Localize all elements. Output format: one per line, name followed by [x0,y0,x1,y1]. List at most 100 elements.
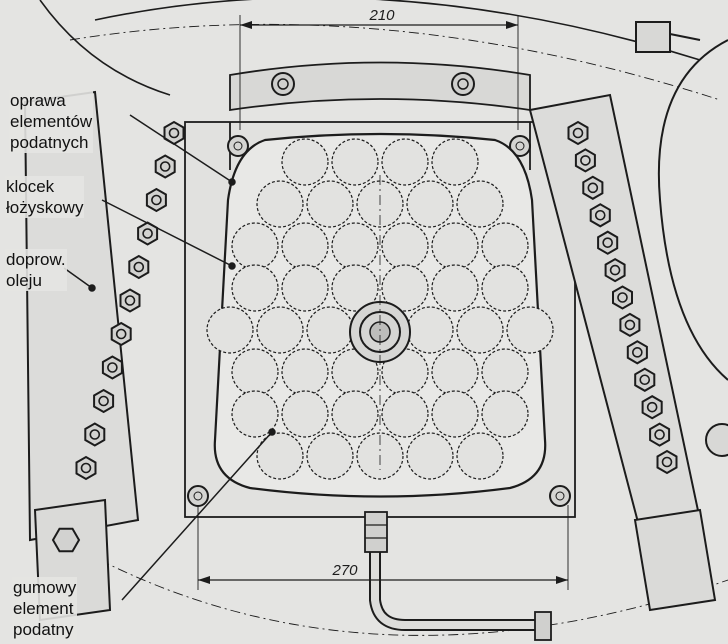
rubber-element [281,138,329,186]
rubber-element [431,222,479,270]
rubber-element [381,222,429,270]
hex-nut-icon [641,395,663,420]
rubber-element [406,180,454,228]
rubber-element [456,432,504,480]
corner-bolts [187,135,571,507]
rubber-element [331,222,379,270]
hex-nut-icon [597,230,619,255]
rubber-element [431,348,479,396]
rubber-element [506,306,554,354]
rubber-element [456,306,504,354]
shaft-edge [635,21,728,457]
outer-ring [39,0,728,636]
rubber-element [256,306,304,354]
rubber-element [381,264,429,312]
hex-nut-icon [75,455,97,481]
rubber-element [281,264,329,312]
rubber-element [431,264,479,312]
hex-nut-icon [656,449,678,475]
label-line: gumowy [13,578,77,597]
rubber-element [256,180,304,228]
dimension-top-value: 210 [368,7,395,24]
label-flexible-element-housing: oprawa elementów podatnych [9,90,94,153]
label-line: oleju [6,271,42,290]
rubber-element [456,180,504,228]
label-line: podatny [13,620,74,639]
rubber-element [306,180,354,228]
top-clamping-plate [229,61,531,112]
right-side-bar [528,93,717,612]
rubber-element [481,390,529,438]
rubber-element [306,306,354,354]
hex-nut-icon [589,203,611,228]
left-bolt-column [51,120,185,553]
rubber-element [481,222,529,270]
hex-nut-icon [101,355,123,380]
left-side-bar [23,90,185,622]
label-line: podatnych [10,133,89,152]
hex-nut-icon [154,154,176,179]
bolt-icon [451,72,475,96]
hex-nut-icon [93,388,115,414]
label-oil-supply: doprow. oleju [5,249,67,291]
rubber-element [231,348,279,396]
hex-nut-icon [128,254,150,280]
rubber-element [306,432,354,480]
rubber-element [281,390,329,438]
label-line: element [13,599,74,618]
rubber-element [331,390,379,438]
label-line: łożyskowy [6,198,84,217]
rubber-element [231,222,279,270]
hex-nut-icon [626,340,648,365]
label-rubber-flexible-element: gumowy element podatny [12,577,78,640]
rubber-element [206,306,254,354]
rubber-element [481,348,529,396]
rubber-element [431,138,479,186]
dimension-top: 210 [239,7,519,130]
rubber-element [331,264,379,312]
hex-nut-icon [619,312,641,338]
hex-nut-icon [604,257,626,283]
rubber-element [406,432,454,480]
leader-lines [63,114,276,601]
right-bolt-column [567,120,678,475]
rubber-element [331,138,379,186]
label-bearing-block: klocek łożyskowy [5,176,85,218]
rubber-element [231,390,279,438]
rubber-element [281,348,329,396]
rubber-elements [206,138,554,480]
oil-pipe [364,511,552,641]
hex-nut-icon [84,422,106,447]
hex-nut-icon [145,187,167,213]
hex-nut-icon [567,120,589,146]
hex-nut-icon [51,527,81,553]
hex-nut-icon [119,288,141,313]
dimension-bottom-value: 270 [331,562,358,579]
oil-fitting [349,301,411,363]
rubber-element [431,390,479,438]
rubber-element [231,264,279,312]
label-line: elementów [10,112,93,131]
label-line: oprawa [10,91,66,110]
hex-nut-icon [649,422,671,447]
rubber-element [381,138,429,186]
hex-nut-icon [612,285,633,310]
dimension-bottom: 270 [197,505,569,590]
label-line: doprow. [6,250,66,269]
bolt-icon [227,135,249,157]
bolt-icon [509,135,531,157]
bolt-icon [271,72,295,96]
hex-nut-icon [574,148,596,173]
label-line: klocek [6,177,55,196]
rubber-element [481,264,529,312]
hex-nut-icon [582,175,604,200]
rubber-element [406,306,454,354]
hex-nut-icon [163,120,185,146]
rubber-element [281,222,329,270]
hex-nut-icon [110,321,132,347]
bolt-icon [549,485,571,507]
rubber-element [256,432,304,480]
hex-nut-icon [634,367,656,392]
bolt-icon [187,485,209,507]
